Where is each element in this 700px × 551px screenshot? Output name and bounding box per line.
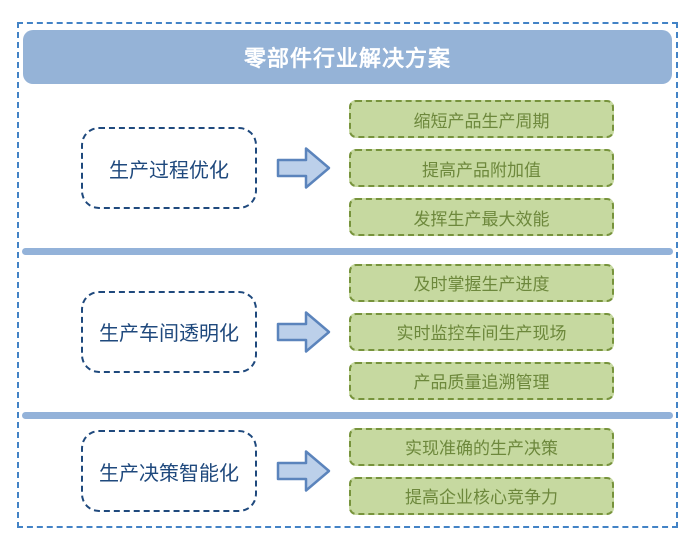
topic-box: 生产决策智能化: [81, 430, 257, 512]
section-workshop-transparency: 生产车间透明化 及时掌握生产进度 实时监控车间生产现场 产品质量追溯管理: [19, 258, 676, 405]
right-arrow-icon: [276, 145, 332, 191]
outcome-box: 实现准确的生产决策: [349, 427, 614, 466]
section-decision-intelligence: 生产决策智能化 实现准确的生产决策 提高企业核心竞争力: [19, 422, 676, 520]
section-divider: [22, 412, 673, 419]
outcome-list: 及时掌握生产进度 实时监控车间生产现场 产品质量追溯管理: [349, 263, 614, 400]
outcome-list: 实现准确的生产决策 提高企业核心竞争力: [349, 427, 614, 515]
section-production-process: 生产过程优化 缩短产品生产周期 提高产品附加值 发挥生产最大效能: [19, 94, 676, 242]
right-arrow-icon: [276, 309, 332, 355]
outcome-box: 实时监控车间生产现场: [349, 312, 614, 351]
diagram-frame: 零部件行业解决方案 生产过程优化 缩短产品生产周期 提高产品附加值 发挥生产最大…: [17, 22, 678, 528]
outcome-box: 提高企业核心竞争力: [349, 476, 614, 515]
outcome-box: 及时掌握生产进度: [349, 263, 614, 302]
outcome-list: 缩短产品生产周期 提高产品附加值 发挥生产最大效能: [349, 100, 614, 236]
right-arrow-icon: [276, 448, 332, 494]
outcome-box: 产品质量追溯管理: [349, 361, 614, 400]
outcome-box: 发挥生产最大效能: [349, 198, 614, 236]
outcome-box: 缩短产品生产周期: [349, 100, 614, 138]
topic-box: 生产车间透明化: [81, 290, 257, 373]
topic-box: 生产过程优化: [81, 127, 257, 209]
section-divider: [22, 248, 673, 255]
outcome-box: 提高产品附加值: [349, 149, 614, 187]
diagram-title: 零部件行业解决方案: [23, 30, 672, 84]
